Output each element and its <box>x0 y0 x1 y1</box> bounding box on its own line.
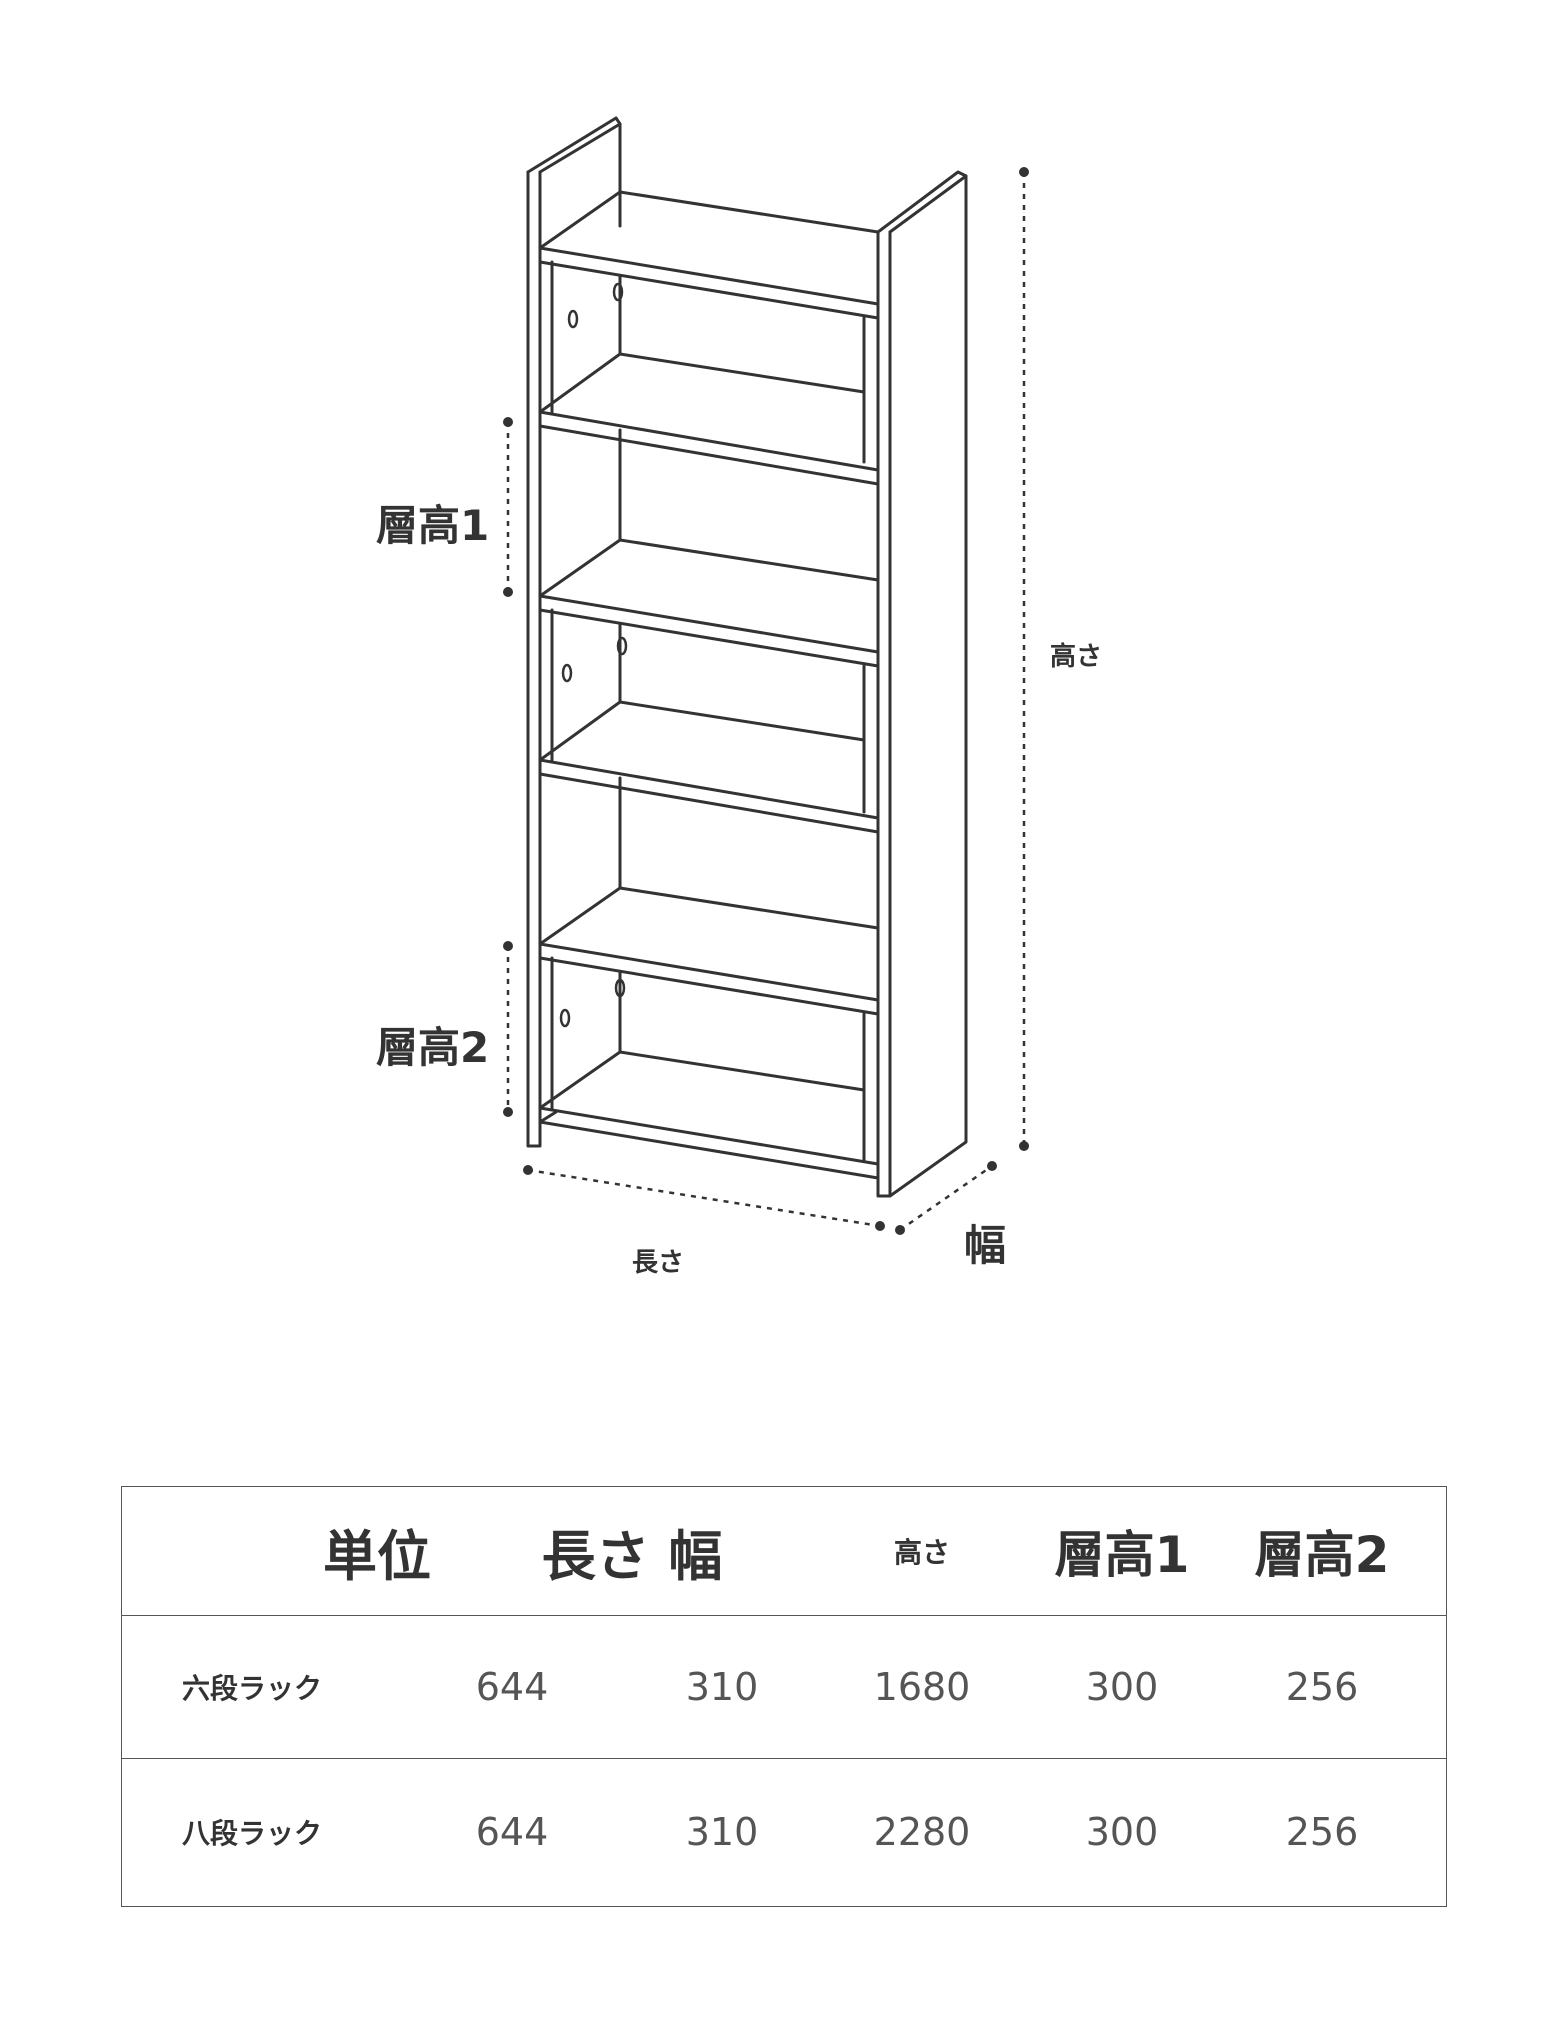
header-unit: 単位 <box>323 1524 431 1588</box>
layer-height-2-dimension <box>503 941 513 1117</box>
top-board <box>538 190 880 320</box>
layer-height-1-dimension <box>503 417 513 597</box>
table-row: 六段ラック 644 310 1680 300 256 <box>122 1615 1446 1759</box>
cell-layer-height-1: 300 <box>1085 1810 1159 1854</box>
table-row: 八段ラック 644 310 2280 300 256 <box>122 1758 1446 1906</box>
row-label: 八段ラック <box>181 1817 322 1850</box>
layer-height-1-label: 層高1 <box>376 501 490 550</box>
header-length-width: 長さ 幅 <box>541 1524 723 1588</box>
bookshelf-diagram <box>503 116 1029 1235</box>
width-label: 幅 <box>964 1221 1007 1270</box>
layer-height-2-label: 層高2 <box>376 1023 490 1072</box>
right-side-panel <box>876 170 968 1198</box>
cell-length: 644 <box>475 1664 549 1709</box>
cell-layer-height-1: 300 <box>1085 1664 1159 1709</box>
spec-table: 単位 長さ 幅 高さ 層高1 層高2 六段ラック 644 310 1680 30… <box>121 1486 1447 1907</box>
back-panels <box>550 260 866 1162</box>
cell-height: 1680 <box>873 1664 971 1709</box>
left-side-panel <box>526 116 622 1148</box>
cell-width: 310 <box>685 1664 759 1709</box>
length-label: 長さ <box>632 1248 685 1278</box>
header-height: 高さ <box>893 1536 950 1569</box>
height-label: 高さ <box>1050 642 1103 672</box>
peg-holes <box>559 282 628 1028</box>
cell-height: 2280 <box>873 1810 971 1854</box>
length-dimension <box>523 1165 885 1231</box>
row-label: 六段ラック <box>181 1671 322 1705</box>
shelves <box>538 352 880 1180</box>
table-header-row: 単位 長さ 幅 高さ 層高1 層高2 <box>122 1487 1446 1616</box>
cell-layer-height-2: 256 <box>1285 1810 1359 1854</box>
header-layer-height-1: 層高1 <box>1054 1526 1190 1584</box>
width-dimension <box>895 1161 997 1235</box>
cell-length: 644 <box>475 1810 549 1854</box>
height-dimension <box>1019 167 1029 1151</box>
cell-layer-height-2: 256 <box>1285 1664 1359 1709</box>
cell-width: 310 <box>685 1810 759 1854</box>
header-layer-height-2: 層高2 <box>1254 1526 1390 1584</box>
